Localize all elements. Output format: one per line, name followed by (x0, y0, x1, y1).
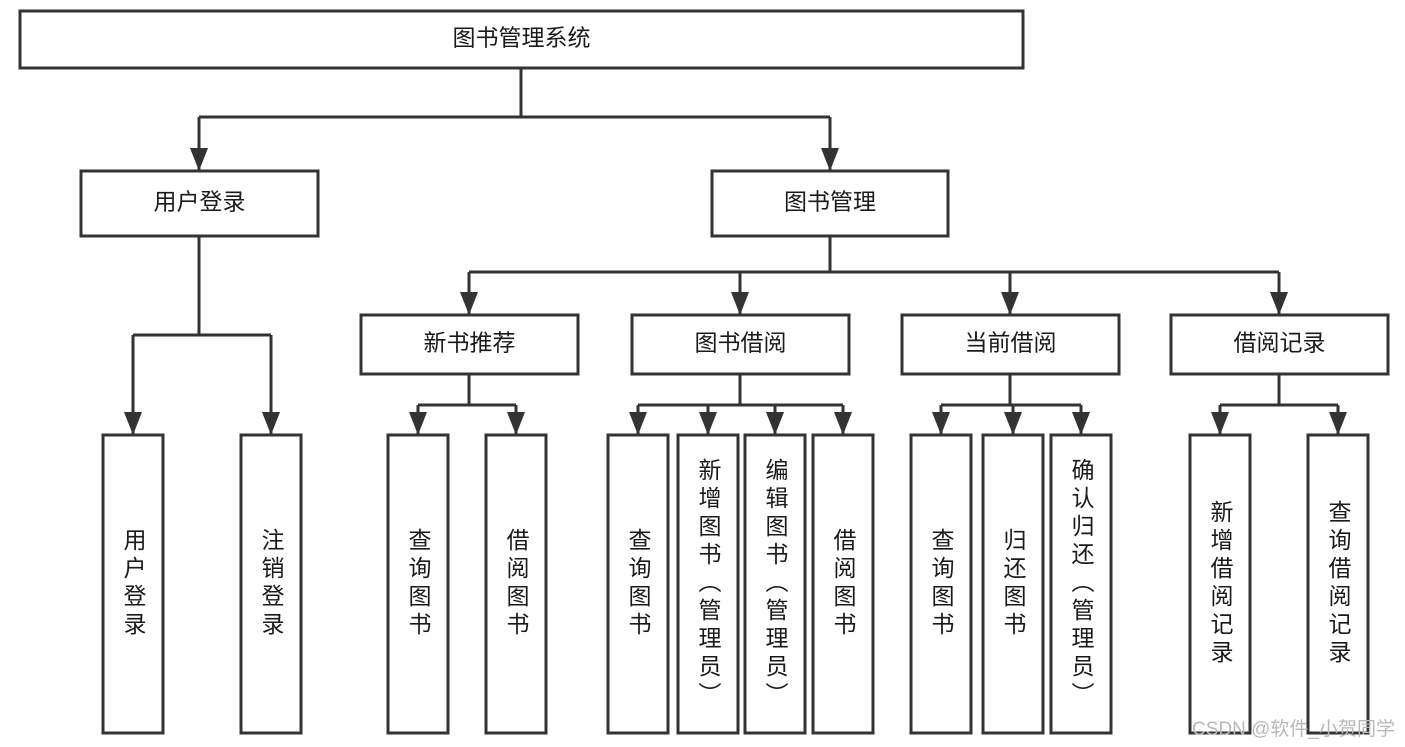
arrow-head-icon (766, 412, 784, 435)
leaf-node-label: 用户登录 (120, 528, 147, 640)
leaf-node-box (606, 433, 670, 735)
level2-node-label: 图书管理 (784, 189, 876, 215)
arrow-head-icon (629, 412, 647, 435)
leaf-node-box (239, 433, 303, 735)
level3-node-box (630, 313, 851, 376)
leaf-node-label: 借阅图书 (503, 528, 530, 640)
arrow-head-icon (1270, 292, 1288, 315)
leaf-node-11[interactable]: 确认归还（管理员） (1049, 433, 1113, 735)
leaf-node-label: 新增图书（管理员） (695, 458, 722, 710)
leaf-node-box (101, 433, 165, 735)
level3-node-label: 图书借阅 (695, 330, 787, 356)
leaf-node-box (981, 433, 1045, 735)
level2-node-box (79, 169, 320, 238)
arrow-head-icon (507, 412, 525, 435)
leaf-node-10[interactable]: 归还图书 (981, 433, 1045, 735)
arrow-head-icon (834, 412, 852, 435)
level3-node-box (900, 313, 1121, 376)
leaf-node-label: 确认归还（管理员） (1068, 458, 1095, 710)
arrow-head-icon (409, 412, 427, 435)
leaf-node-box (811, 433, 875, 735)
level2-node-label: 用户登录 (154, 189, 246, 215)
leaf-node-box (386, 433, 450, 735)
leaf-node-label: 查询图书 (625, 528, 652, 640)
arrow-head-icon (821, 148, 839, 171)
level3-node-2[interactable]: 图书借阅 (630, 313, 851, 376)
connectors-layer (124, 68, 1347, 435)
leaf-node-1[interactable]: 用户登录 (101, 433, 165, 735)
leaf-node-label: 归还图书 (1000, 528, 1027, 640)
leaf-node-box (1188, 433, 1252, 735)
level3-node-4[interactable]: 借阅记录 (1169, 313, 1390, 376)
arrow-head-icon (124, 412, 142, 435)
level3-node-label: 当前借阅 (965, 330, 1057, 356)
arrow-head-icon (932, 412, 950, 435)
leaf-node-12[interactable]: 新增借阅记录 (1188, 433, 1252, 735)
arrow-head-icon (1072, 412, 1090, 435)
leaf-node-label: 查询图书 (405, 528, 432, 640)
root-node-label: 图书管理系统 (453, 25, 591, 51)
arrow-head-icon (1329, 412, 1347, 435)
level2-node-1[interactable]: 用户登录 (79, 169, 320, 238)
level3-node-box (359, 313, 580, 376)
leaf-node-box (1306, 433, 1370, 735)
level3-node-3[interactable]: 当前借阅 (900, 313, 1121, 376)
level3-node-box (1169, 313, 1390, 376)
level3-node-label: 借阅记录 (1234, 330, 1326, 356)
leaf-node-box (1049, 433, 1113, 735)
root-node-box (18, 9, 1025, 70)
nodes-layer: 图书管理系统用户登录图书管理新书推荐图书借阅当前借阅借阅记录用户登录注销登录查询… (18, 9, 1390, 735)
leaf-node-4[interactable]: 借阅图书 (484, 433, 548, 735)
leaf-node-label: 查询借阅记录 (1325, 500, 1352, 668)
leaf-node-9[interactable]: 查询图书 (909, 433, 973, 735)
leaf-node-box (484, 433, 548, 735)
leaf-node-label: 编辑图书（管理员） (762, 458, 789, 710)
leaf-node-13[interactable]: 查询借阅记录 (1306, 433, 1370, 735)
level3-node-1[interactable]: 新书推荐 (359, 313, 580, 376)
leaf-node-8[interactable]: 借阅图书 (811, 433, 875, 735)
arrow-head-icon (190, 148, 208, 171)
arrow-head-icon (460, 292, 478, 315)
root-node-1[interactable]: 图书管理系统 (18, 9, 1025, 70)
level2-node-box (710, 169, 950, 238)
arrow-head-icon (699, 412, 717, 435)
arrow-head-icon (731, 292, 749, 315)
arrow-head-icon (1001, 292, 1019, 315)
leaf-node-box (743, 433, 807, 735)
leaf-node-label: 借阅图书 (830, 528, 857, 640)
leaf-node-label: 注销登录 (258, 528, 285, 640)
leaf-node-box (676, 433, 740, 735)
level2-node-2[interactable]: 图书管理 (710, 169, 950, 238)
leaf-node-3[interactable]: 查询图书 (386, 433, 450, 735)
leaf-node-label: 查询图书 (928, 528, 955, 640)
leaf-node-5[interactable]: 查询图书 (606, 433, 670, 735)
arrow-head-icon (1211, 412, 1229, 435)
leaf-node-6[interactable]: 新增图书（管理员） (676, 433, 740, 735)
leaf-node-label: 新增借阅记录 (1207, 500, 1234, 668)
leaf-node-box (909, 433, 973, 735)
arrow-head-icon (262, 412, 280, 435)
arrow-head-icon (1004, 412, 1022, 435)
leaf-node-7[interactable]: 编辑图书（管理员） (743, 433, 807, 735)
leaf-node-2[interactable]: 注销登录 (239, 433, 303, 735)
level3-node-label: 新书推荐 (424, 330, 516, 356)
